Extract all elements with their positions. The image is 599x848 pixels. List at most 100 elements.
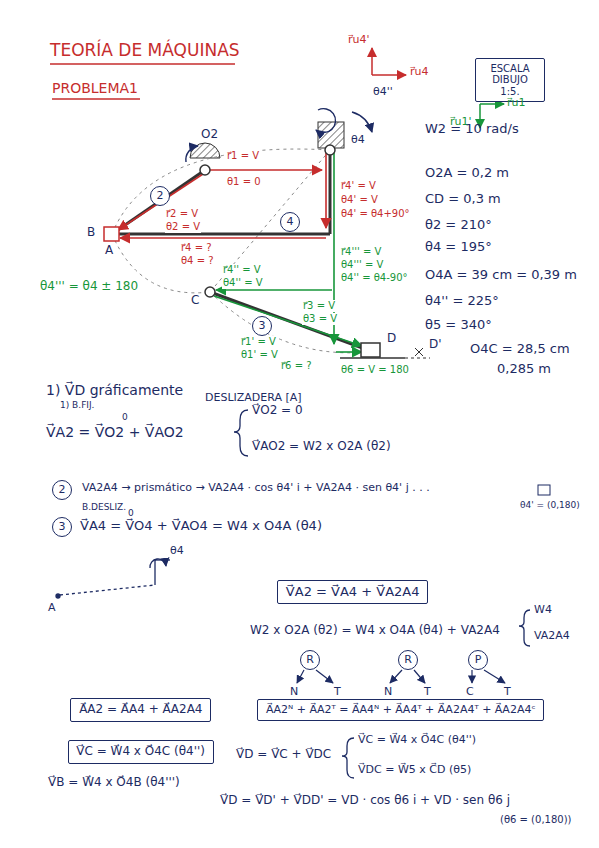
annotation: r⃗1' = V [240,336,277,348]
annotation: θ4 [350,134,366,147]
annotation: θ4''' = V [340,259,384,271]
brace [234,410,530,778]
equation-box: A⃗A2 = A⃗A4 + A⃗A2A4 [70,698,211,722]
annotation: V⃗D = V⃗C + V⃗DC [236,748,331,762]
node-text: 2 [58,484,65,497]
annotation: VA2A4 → prismático → VA2A4 · cos θ4' i +… [82,482,430,495]
annotation: O4A = 39 cm = 0,39 m [425,268,577,283]
annotation: VA2A4 [534,630,570,643]
position-vector [118,152,326,238]
node-text: ESCALA DIBUJO 1:5. [483,63,537,98]
node-text: V⃗C = W⃗4 x O⃗4C (θ4'') [76,745,205,759]
annotation: W2 = 10 rad/s [425,122,519,137]
slider-symbol [538,485,550,495]
annotation: A [48,602,56,615]
node-text: 3 [258,320,265,333]
annotation: 0 [128,508,134,518]
page-title: TEORÍA DE MÁQUINAS [50,40,240,60]
annotation: r⃗u4' [348,34,370,47]
annotation: DESLIZADERA [A] [205,392,302,405]
annotation: C [466,686,474,699]
joint [104,145,423,357]
annotation: W2 x O2A (θ2) = W4 x O4A (θ4) + VA2A4 [250,624,500,638]
node-text: 3 [58,521,65,534]
annotation: O4C = 28,5 cm [470,342,570,357]
annotation: r⃗4 = ? [180,242,213,254]
node-text: 2 [156,190,163,203]
annotation: θ4' = θ4+90° [340,208,411,220]
underline [52,98,140,100]
annotation: B [86,226,96,240]
annotation: D [386,332,397,346]
annotation: θ4 [170,545,184,558]
node-text: A⃗A2ᴺ + A⃗A2ᵀ = A⃗A4ᴺ + A⃗A4ᵀ + A⃗A2A4ᵀ … [266,704,536,717]
callout-circle: 3 [52,517,73,538]
annotation: r⃗4'' = V [222,264,262,276]
construction-line [112,149,368,353]
annotation: θ4'' = 225° [425,294,499,309]
annotation: V⃗AO2 = W2 x O2A (θ2) [252,440,391,454]
equation-box: V⃗C = W⃗4 x O⃗4C (θ4'') [68,740,214,764]
annotation: r⃗3 = V [302,300,336,312]
annotation: 0,285 m [497,362,551,377]
annotation: B.DESLIZ. [82,502,126,512]
annotation: θ2 = V [165,221,201,233]
callout-circle: 3 [252,316,273,337]
annotation: PROBLEMA1 [52,80,138,96]
annotation: θ4 = 195° [425,240,492,255]
annotation: CD = 0,3 m [425,192,501,207]
annotation: θ1' = V [240,349,279,361]
annotation: C [190,294,200,308]
annotation: θ3 = V [302,313,338,325]
node-text: R [306,654,314,667]
callout-circle: 2 [150,186,171,207]
annotation: θ1 = 0 [226,176,262,188]
annotation: W4 [534,604,552,617]
annotation: r⃗1 = V [226,150,260,162]
annotation: r⃗4' = V [340,180,377,192]
annotation: V⃗A4 = V⃗O4 + V⃗AO4 = W4 x O4A (θ4) [80,519,322,534]
annotation: r⃗4''' = V [340,246,382,258]
annotation: T [504,686,511,699]
annotation: O2A = 0,2 m [425,166,509,181]
node-text: R [404,654,412,667]
annotation: T [424,686,431,699]
annotation: O2 [200,128,219,142]
rotation-arrow [186,109,372,162]
annotation: V⃗B = W⃗4 x O⃗4B (θ4''') [48,776,180,790]
equation-box: ESCALA DIBUJO 1:5. [475,58,545,103]
annotation: A [104,244,114,258]
annotation: θ4' = (0,180) [520,500,580,510]
annotation: (θ6 = (0,180)) [500,814,571,826]
annotation: θ4''' = θ4 ± 180 [40,280,138,294]
underline [50,63,235,65]
annotation: N [290,686,298,699]
equation-box: V⃗A2 = V⃗A4 + V⃗A2A4 [277,580,428,605]
annotation: T [334,686,341,699]
annotation: V⃗D = V⃗D' + V⃗DD' = VD · cos θ6 i + VD … [220,794,510,808]
annotation: θ4'' [372,86,394,99]
callout-circle: 2 [52,480,73,501]
node-text: A⃗A2 = A⃗A4 + A⃗A2A4 [79,703,202,717]
annotation: θ4'' = V [222,277,264,289]
callout-circle: 4 [280,212,301,233]
annotation: r⃗6 = ? [280,360,313,372]
leader-arrow [297,670,505,683]
annotation: θ4 = ? [180,255,215,267]
annotation: r⃗u1 [507,97,526,110]
sketch [56,559,170,598]
annotation: V⃗O2 = 0 [252,404,303,418]
ground-support [190,122,430,358]
annotation: r⃗u4 [410,66,429,79]
annotation: V⃗C = W⃗4 x O⃗4C (θ4'') [358,734,476,747]
callout-circle: P [468,650,489,671]
annotation: 1) B.FIJ. [60,400,94,410]
node-text: V⃗A2 = V⃗A4 + V⃗A2A4 [286,585,420,600]
annotation: V⃗A2 = V⃗O2 + V⃗AO2 [46,424,184,440]
annotation: N [384,686,392,699]
annotation: θ6 = V = 180 [340,364,410,376]
annotation: θ2 = 210° [425,218,492,233]
equation-box: A⃗A2ᴺ + A⃗A2ᵀ = A⃗A4ᴺ + A⃗A4ᵀ + A⃗A2A4ᵀ … [257,699,544,722]
node-text: P [475,654,482,667]
node-text: 4 [286,216,293,229]
